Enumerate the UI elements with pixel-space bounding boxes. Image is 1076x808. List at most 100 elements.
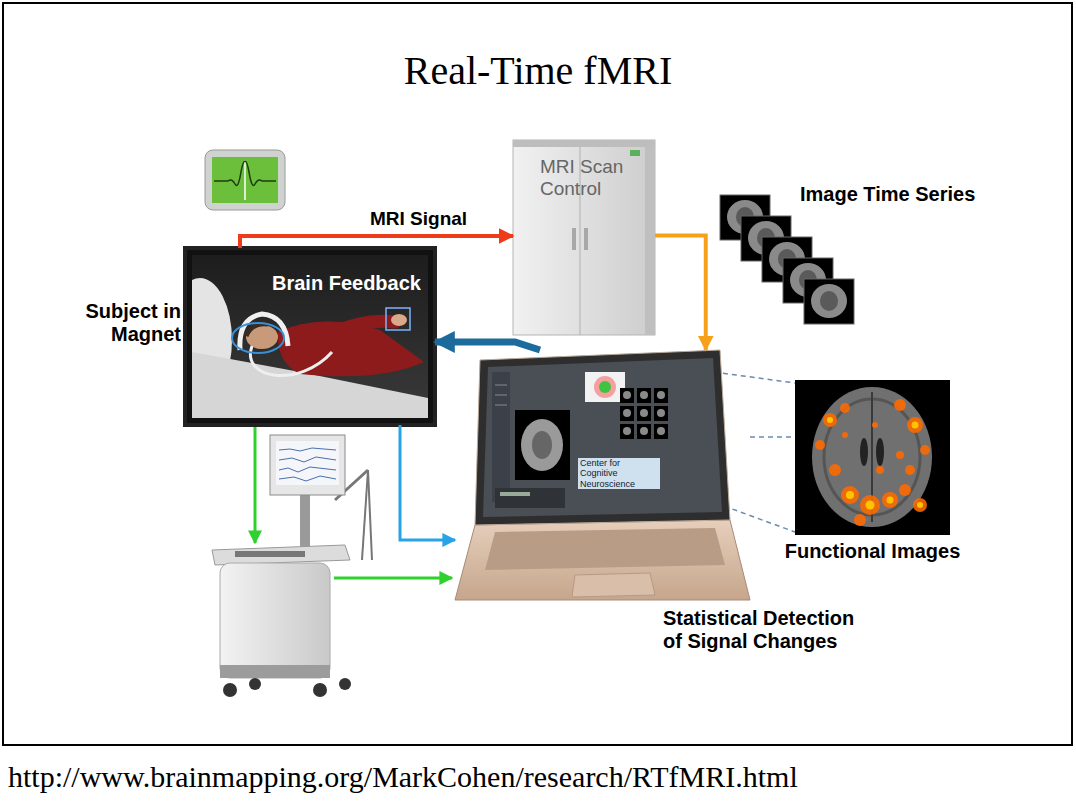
laptop-part <box>637 424 651 439</box>
functional-image-part <box>894 399 906 411</box>
node-label-holder: Statistical Detection of Signal Changes <box>663 607 877 653</box>
slide-title-holder: Real-Time fMRI <box>0 48 1076 94</box>
node-label: Functional Images <box>775 540 970 563</box>
functional-image-part <box>866 501 875 510</box>
edge-label: Brain Feedback <box>272 272 421 295</box>
image-stack: Image Time Series <box>720 195 855 325</box>
functional-image-part <box>899 484 911 496</box>
functional-image <box>795 380 950 535</box>
functional-image-part <box>913 498 927 512</box>
functional-image-part <box>829 464 841 476</box>
source-url: http://www.brainmapping.org/MarkCohen/re… <box>8 760 798 795</box>
laptop-part <box>623 391 631 399</box>
physio-cart <box>212 435 372 697</box>
laptop-part <box>495 395 507 396</box>
laptop <box>455 350 750 600</box>
functional-image-part <box>912 422 919 429</box>
node-label: MRI Scan Control <box>540 156 640 200</box>
node-label-holder: MRI Scan Control <box>540 156 640 200</box>
functional-image-part <box>854 514 866 526</box>
physio-cart-part <box>249 678 261 690</box>
laptop-part <box>521 419 563 471</box>
laptop-part <box>585 372 625 402</box>
slide-frame-part <box>3 3 1072 745</box>
zoom-lines-part <box>714 372 795 383</box>
laptop-part <box>495 385 507 386</box>
physio-cart-part <box>220 665 330 678</box>
physio-cart-part <box>220 563 330 678</box>
subject-photo-part <box>232 323 284 353</box>
source-url-holder: http://www.brainmapping.org/MarkCohen/re… <box>8 760 798 795</box>
signal-icon-part <box>244 160 246 200</box>
physio-cart-part <box>212 545 350 565</box>
laptop-part <box>623 427 631 435</box>
laptop-part <box>515 410 570 480</box>
subject-photo-part <box>192 255 428 418</box>
edge-label: MRI Signal <box>368 208 469 230</box>
physio-cart-part <box>300 495 310 550</box>
physio-cart-part <box>235 551 305 557</box>
laptop-part <box>637 406 651 421</box>
functional-image-part <box>842 432 848 438</box>
physio-cart-part <box>270 435 345 495</box>
functional-image-part <box>827 417 923 510</box>
laptop-part <box>572 573 655 597</box>
functional-image-part <box>846 491 854 499</box>
physio-arrows-part <box>334 577 452 580</box>
scan-control-cabinet: MRI Scan Control <box>513 140 655 335</box>
laptop-part <box>594 376 616 398</box>
edge-label-holder: MRI Signal <box>368 208 469 230</box>
functional-image-part <box>920 445 930 455</box>
subject-photo-part <box>246 324 268 336</box>
functional-image-part <box>815 399 930 526</box>
signal-icon-part <box>214 161 276 186</box>
edge-label-holder: Brain Feedback <box>272 272 421 295</box>
zoom-line <box>750 436 795 438</box>
scan-cabinet-part <box>513 140 655 147</box>
functional-image-part <box>917 502 923 508</box>
zoom-lines-part <box>724 506 795 532</box>
scan-cabinet-part <box>584 228 588 250</box>
laptop-part <box>654 388 668 403</box>
image-stack-part <box>804 279 854 324</box>
subject-photo-part <box>250 346 332 376</box>
scan-cabinet-part <box>630 150 640 156</box>
laptop-part <box>654 406 668 421</box>
physio-arrows <box>255 427 452 578</box>
laptop-part <box>500 492 530 496</box>
laptop-part <box>654 424 668 439</box>
image-stack <box>720 195 854 324</box>
physio-cart-part <box>279 457 336 462</box>
functional-image-part <box>823 413 837 427</box>
laptop-part <box>492 372 510 502</box>
functional-image: Functional Images <box>795 380 950 535</box>
functional-image-part <box>876 466 884 474</box>
scan-cabinet-part <box>572 228 576 250</box>
laptop-part <box>657 427 665 435</box>
node-label: Statistical Detection of Signal Changes <box>663 607 877 653</box>
functional-image-part <box>882 492 898 508</box>
image-stack-part <box>820 291 838 311</box>
laptop-part <box>620 406 634 421</box>
functional-image-part <box>860 438 868 466</box>
image-stack-part <box>811 284 847 318</box>
functional-image-part <box>876 438 884 466</box>
functional-image-part <box>795 380 950 535</box>
laptop-part <box>623 391 665 435</box>
subject-photo-part <box>391 314 407 326</box>
node-label-holder: Subject in Magnet <box>77 300 181 346</box>
functional-image-part <box>827 417 833 423</box>
laptop-part <box>495 488 565 508</box>
signal-arrow <box>240 236 513 248</box>
laptop-part <box>455 520 750 600</box>
scan-cabinet <box>513 140 655 335</box>
functional-image-part <box>812 387 932 527</box>
physio-cart-part <box>362 470 368 560</box>
physio-cart-part <box>368 470 372 560</box>
node-label-holder: Functional Images <box>775 540 970 563</box>
functional-image-part <box>907 417 923 433</box>
laptop-part <box>485 528 725 570</box>
laptop-part <box>637 388 651 403</box>
